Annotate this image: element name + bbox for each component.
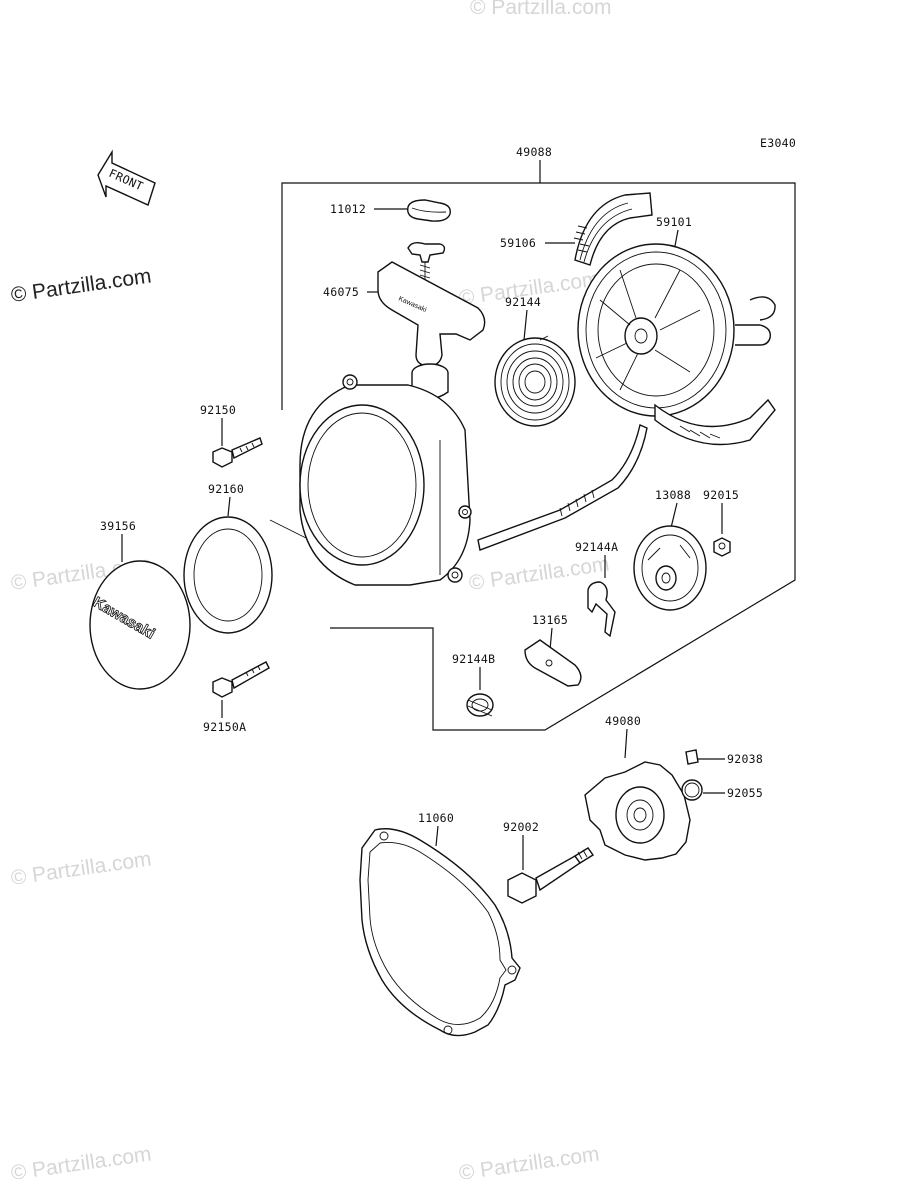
- coil-spring-part[interactable]: [466, 693, 494, 717]
- part-number-11060[interactable]: 11060: [418, 811, 454, 825]
- cover-gasket-part[interactable]: [359, 828, 521, 1037]
- part-number-92144A[interactable]: 92144A: [575, 540, 618, 554]
- part-number-92160[interactable]: 92160: [208, 482, 244, 496]
- watermark-main: © Partzilla.com: [9, 264, 152, 306]
- recoil-housing-part[interactable]: [299, 374, 472, 586]
- bolt-92150a-part[interactable]: [212, 661, 270, 698]
- watermark: © Partzilla.com: [9, 1142, 152, 1184]
- part-number-11012[interactable]: 11012: [330, 202, 366, 216]
- part-number-49088[interactable]: 49088: [516, 145, 552, 159]
- bolt-92150-part[interactable]: [212, 437, 263, 468]
- part-number-92055[interactable]: 92055: [727, 786, 763, 800]
- part-number-13088[interactable]: 13088: [655, 488, 691, 502]
- key-part[interactable]: [685, 749, 699, 765]
- part-number-49080[interactable]: 49080: [605, 714, 641, 728]
- part-number-92002[interactable]: 92002: [503, 820, 539, 834]
- nut-part[interactable]: [713, 537, 731, 557]
- starter-cup-part[interactable]: [584, 761, 691, 861]
- cover-part[interactable]: Kawasaki: [89, 560, 191, 690]
- starter-rope-part[interactable]: [477, 424, 648, 551]
- spiral-spring-part[interactable]: [494, 335, 576, 427]
- part-number-92144[interactable]: 92144: [505, 295, 541, 309]
- o-ring-part[interactable]: [681, 779, 703, 801]
- front-arrow-icon: FRONT: [97, 149, 156, 206]
- part-number-92150[interactable]: 92150: [200, 403, 236, 417]
- bolt-92002-part[interactable]: [507, 847, 595, 904]
- part-number-59106[interactable]: 59106: [500, 236, 536, 250]
- cap-part[interactable]: [407, 199, 451, 222]
- part-labels: 49088 11012 59106 59101 46075 92144 9215…: [100, 145, 763, 870]
- pawl-part[interactable]: [524, 639, 582, 687]
- part-number-46075[interactable]: 46075: [323, 285, 359, 299]
- assembly-bracket: [269, 160, 796, 731]
- part-number-92144B[interactable]: 92144B: [452, 652, 495, 666]
- watermark: © Partzilla.com: [9, 847, 152, 889]
- part-number-13165[interactable]: 13165: [532, 613, 568, 627]
- gasket-ring-part[interactable]: [183, 516, 273, 634]
- watermark: © Partzilla.com: [470, 0, 612, 19]
- part-number-92015[interactable]: 92015: [703, 488, 739, 502]
- watermark: © Partzilla.com: [457, 1142, 600, 1184]
- rope-coil-part[interactable]: [573, 192, 653, 266]
- part-number-59101[interactable]: 59101: [656, 215, 692, 229]
- spring-clip-part[interactable]: [587, 581, 616, 638]
- ratchet-cam-part[interactable]: [633, 525, 707, 611]
- part-number-92038[interactable]: 92038: [727, 752, 763, 766]
- part-number-92150A[interactable]: 92150A: [203, 720, 246, 734]
- diagram-code: E3040: [760, 136, 796, 150]
- recoil-pulley-part[interactable]: [577, 243, 776, 446]
- part-number-39156[interactable]: 39156: [100, 519, 136, 533]
